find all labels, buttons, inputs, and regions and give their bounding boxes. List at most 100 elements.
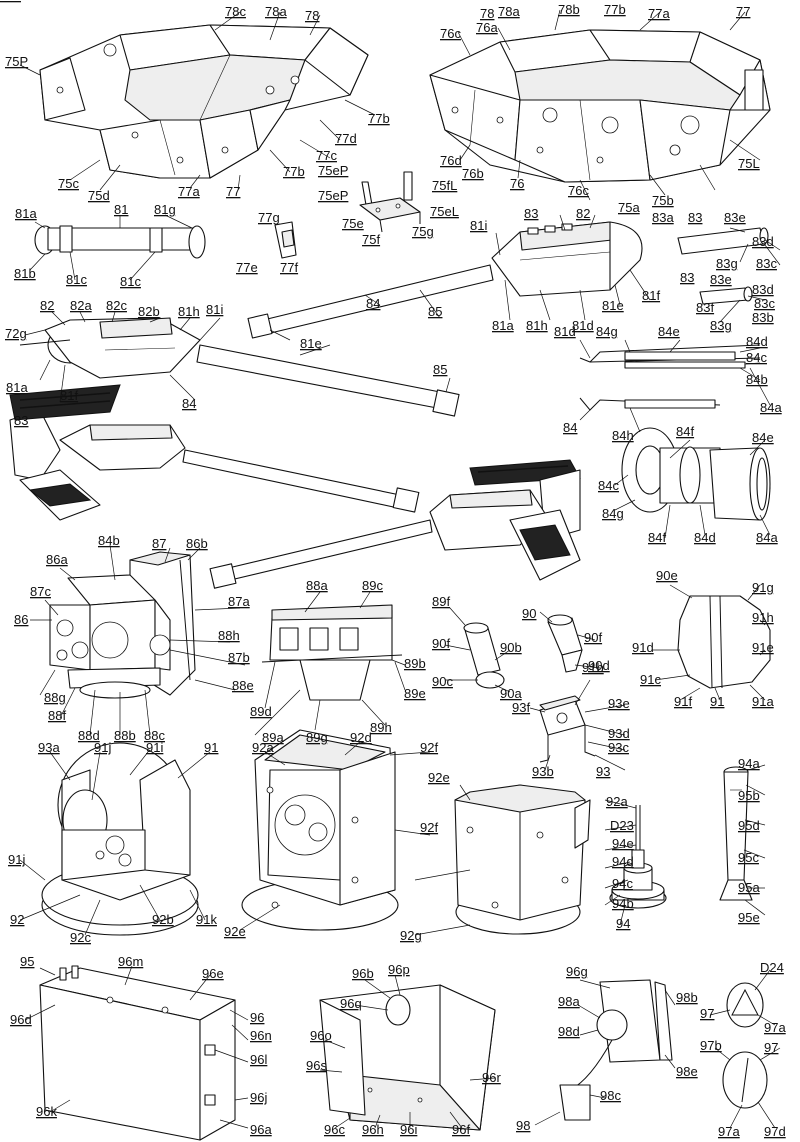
reference-label: 92d [350,730,372,745]
reference-label: 84c [598,478,619,493]
reference-label: 76b [462,166,484,181]
dome-plate-91 [677,595,771,689]
reference-label: 83d [752,234,774,249]
reference-label: 84b [746,372,768,387]
reference-label: 95 [20,954,34,969]
reference-label: 98d [558,1024,580,1039]
reference-label: 96f [452,1122,470,1137]
reference-label: 83 [524,206,538,221]
reference-label: 84g [602,506,624,521]
reference-label: 81d [554,324,576,339]
reference-label: 91d [632,640,654,655]
reference-label: 89d [250,704,272,719]
reference-label: 97a [764,1020,786,1035]
reference-label: 77b [368,111,390,126]
reference-label: 90c [432,674,453,689]
reference-label: 93f [512,700,530,715]
reference-label: 81e [300,336,322,351]
leader-lines [19,9,781,1129]
reference-label: 90 [522,606,536,621]
reference-label: 76d [440,153,462,168]
reference-label: 81a [492,318,514,333]
reference-label: 89f [432,594,450,609]
disc-97b [722,1051,768,1109]
reference-label: 82b [138,304,160,319]
reference-label: 77b [604,2,626,17]
reference-label: 83 [680,270,694,285]
reference-label: 92e [224,924,246,939]
mast-95 [719,766,753,901]
reference-label: 87b [228,650,250,665]
reference-label: 75L [738,156,760,171]
reference-label: 95a [738,880,760,895]
reference-label: 98 [516,1118,530,1133]
reference-label: 93a [38,740,60,755]
reference-label: 81c [66,272,87,287]
reference-label: 78c [225,4,246,19]
reference-label: 81h [178,304,200,319]
reference-label: 76a [476,20,498,35]
reference-label: 89g [306,730,328,745]
reference-label: 97b [700,1038,722,1053]
reference-label: 84a [760,400,782,415]
reference-label: 96q [340,996,362,1011]
turret-assembly-right [209,459,581,589]
reference-label: 92b [152,912,174,927]
reference-label: 92f [420,820,438,835]
reference-label: 96 [250,1010,264,1025]
reference-label: 89e [404,686,426,701]
electronics-box-96 [39,965,236,1141]
bracket-assembly-75e [359,171,421,233]
turret-assembly-left [9,384,420,521]
reference-label: 83c [754,296,775,311]
reference-label: 96h [362,1122,384,1137]
reference-label: 83d [752,282,774,297]
shaft-81 [34,225,206,259]
reference-label: 77e [236,260,258,275]
reference-label: 78b [558,2,580,17]
reference-label: 92a [252,740,274,755]
reference-label: 96i [400,1122,417,1137]
reference-label: 91g [752,580,774,595]
reference-label: 98e [676,1064,698,1079]
reference-label: 76c [440,26,461,41]
reference-label: 88d [78,728,100,743]
reference-label: 78 [480,6,494,21]
reference-label: 91c [640,672,661,687]
reference-label: 96r [482,1070,501,1085]
reference-label: 90e [656,568,678,583]
reference-label: 84 [182,396,196,411]
reference-label: 90b [500,640,522,655]
reference-label: 96c [324,1122,345,1137]
reference-label: 88c [144,728,165,743]
reference-label: 96s [306,1058,327,1073]
reference-label: 88b [114,728,136,743]
reference-label: 84d [694,530,716,545]
reference-label: 85 [433,362,447,377]
reference-label: 83f [696,300,714,315]
reference-label: 83 [14,413,28,428]
reference-label: 91 [710,694,724,709]
reference-label: 89c [362,578,383,593]
reference-label: 90f [584,630,602,645]
mount-93 [539,695,596,763]
reference-label: 88e [232,678,254,693]
reference-label: 77 [226,184,240,199]
reference-label: 75eP [318,188,348,203]
reference-label: 92a [606,794,628,809]
reference-label: 84f [648,530,666,545]
reference-label: 84 [366,296,380,311]
clip-77g [274,221,297,259]
housing-89 [261,604,403,701]
reference-label: 95b [738,788,760,803]
camera-block-87 [49,551,196,699]
reference-label: 96a [250,1122,272,1137]
bracket-turret-92d [241,729,399,931]
reference-label: 93 [596,764,610,779]
reference-label: 81 [114,202,128,217]
reference-label: 85 [428,304,442,319]
reference-label: 81h [526,318,548,333]
reference-label: 95c [738,850,759,865]
reference-label: 92f [420,740,438,755]
reference-label: 92c [70,930,91,945]
